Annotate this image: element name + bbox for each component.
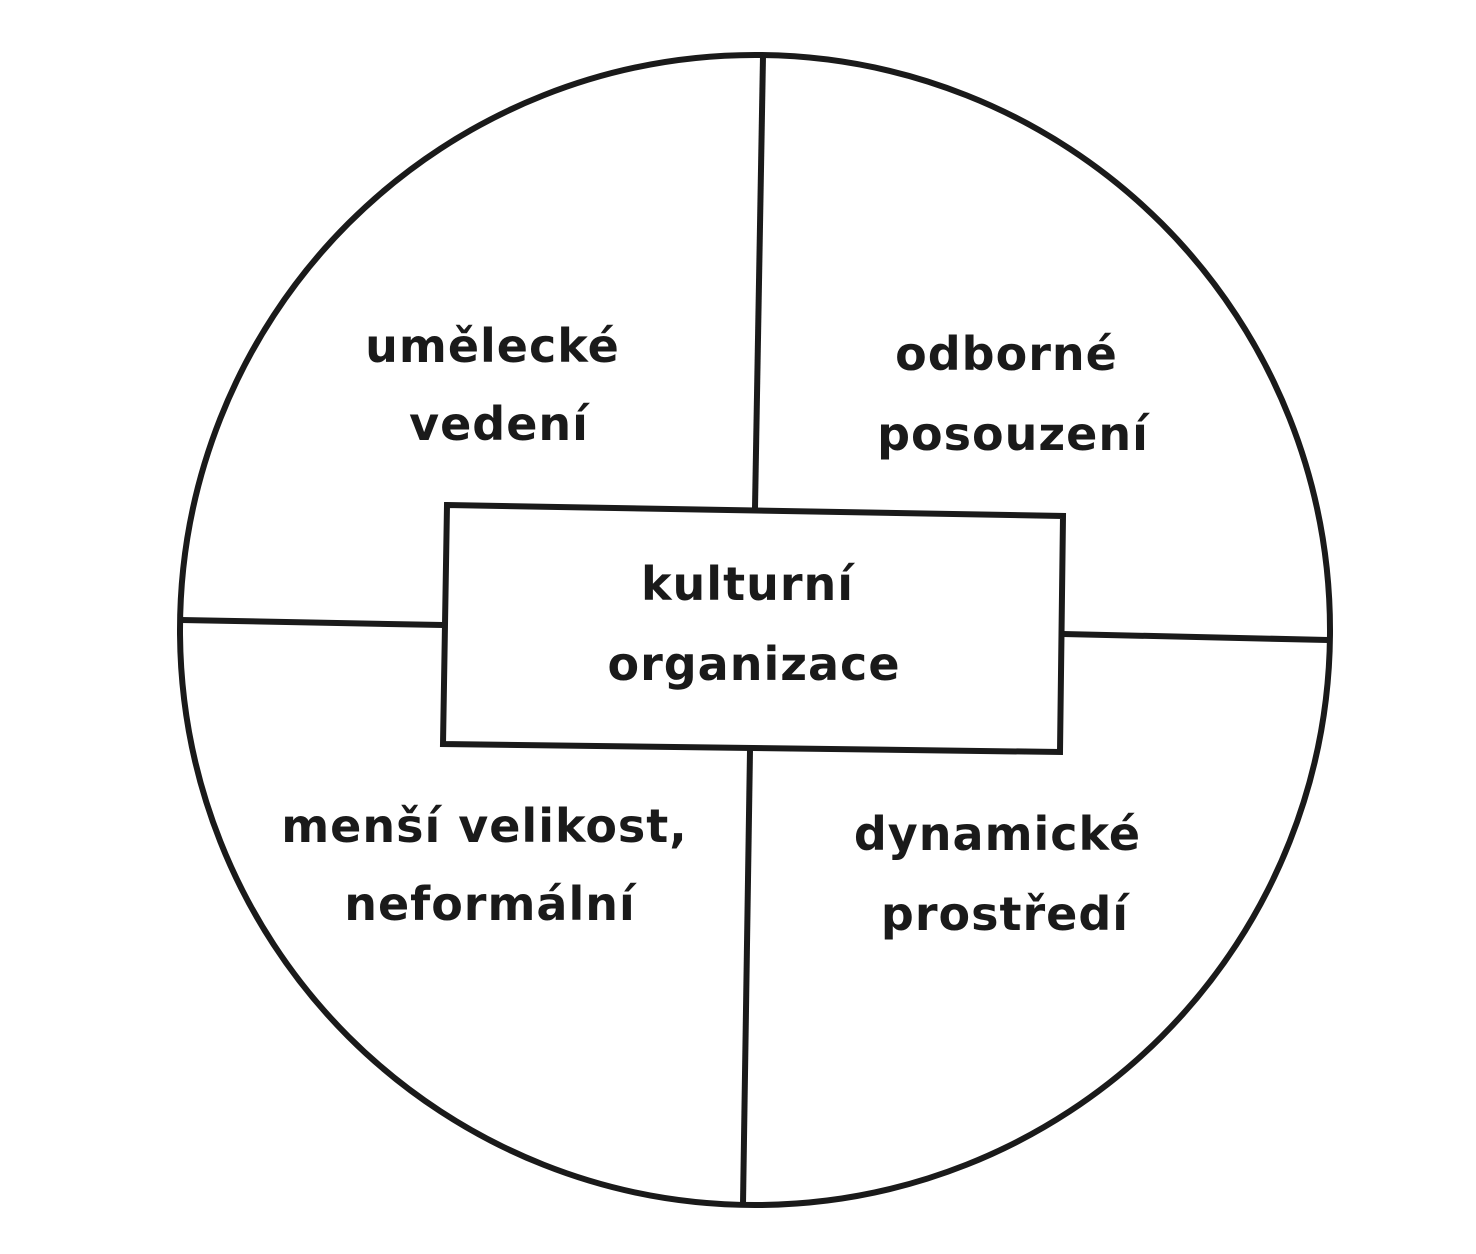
quadrant-bottom-right-line-1: dynamické bbox=[854, 807, 1141, 861]
center-label-line-1: kulturní bbox=[641, 557, 855, 611]
divider-right bbox=[1062, 631, 1329, 643]
divider-top bbox=[752, 55, 766, 509]
quadrant-top-right-line-1: odborné bbox=[895, 327, 1118, 381]
quadrant-bottom-right-line-2: prostředí bbox=[881, 887, 1130, 941]
divider-bottom bbox=[740, 749, 753, 1205]
outer-circle bbox=[177, 52, 1333, 1208]
divider-left bbox=[180, 617, 444, 628]
center-box bbox=[439, 501, 1067, 756]
quadrant-top-left-line-2: vedení bbox=[409, 397, 590, 451]
quadrant-top-left-label: umělecké vedení bbox=[365, 319, 637, 451]
quadrant-bottom-left-line-1: menší velikost, bbox=[281, 799, 688, 853]
center-label-line-2: organizace bbox=[607, 637, 900, 691]
quadrant-bottom-right-label: dynamické prostředí bbox=[854, 807, 1158, 941]
quadrant-top-right-label: odborné posouzení bbox=[877, 327, 1150, 461]
quadrant-top-left-line-1: umělecké bbox=[365, 319, 620, 373]
center-label: kulturní organizace bbox=[607, 557, 900, 691]
quadrant-bottom-left-label: menší velikost, neformální bbox=[281, 799, 705, 931]
quadrant-bottom-left-line-2: neformální bbox=[344, 877, 637, 931]
quadrant-top-right-line-2: posouzení bbox=[877, 407, 1150, 461]
